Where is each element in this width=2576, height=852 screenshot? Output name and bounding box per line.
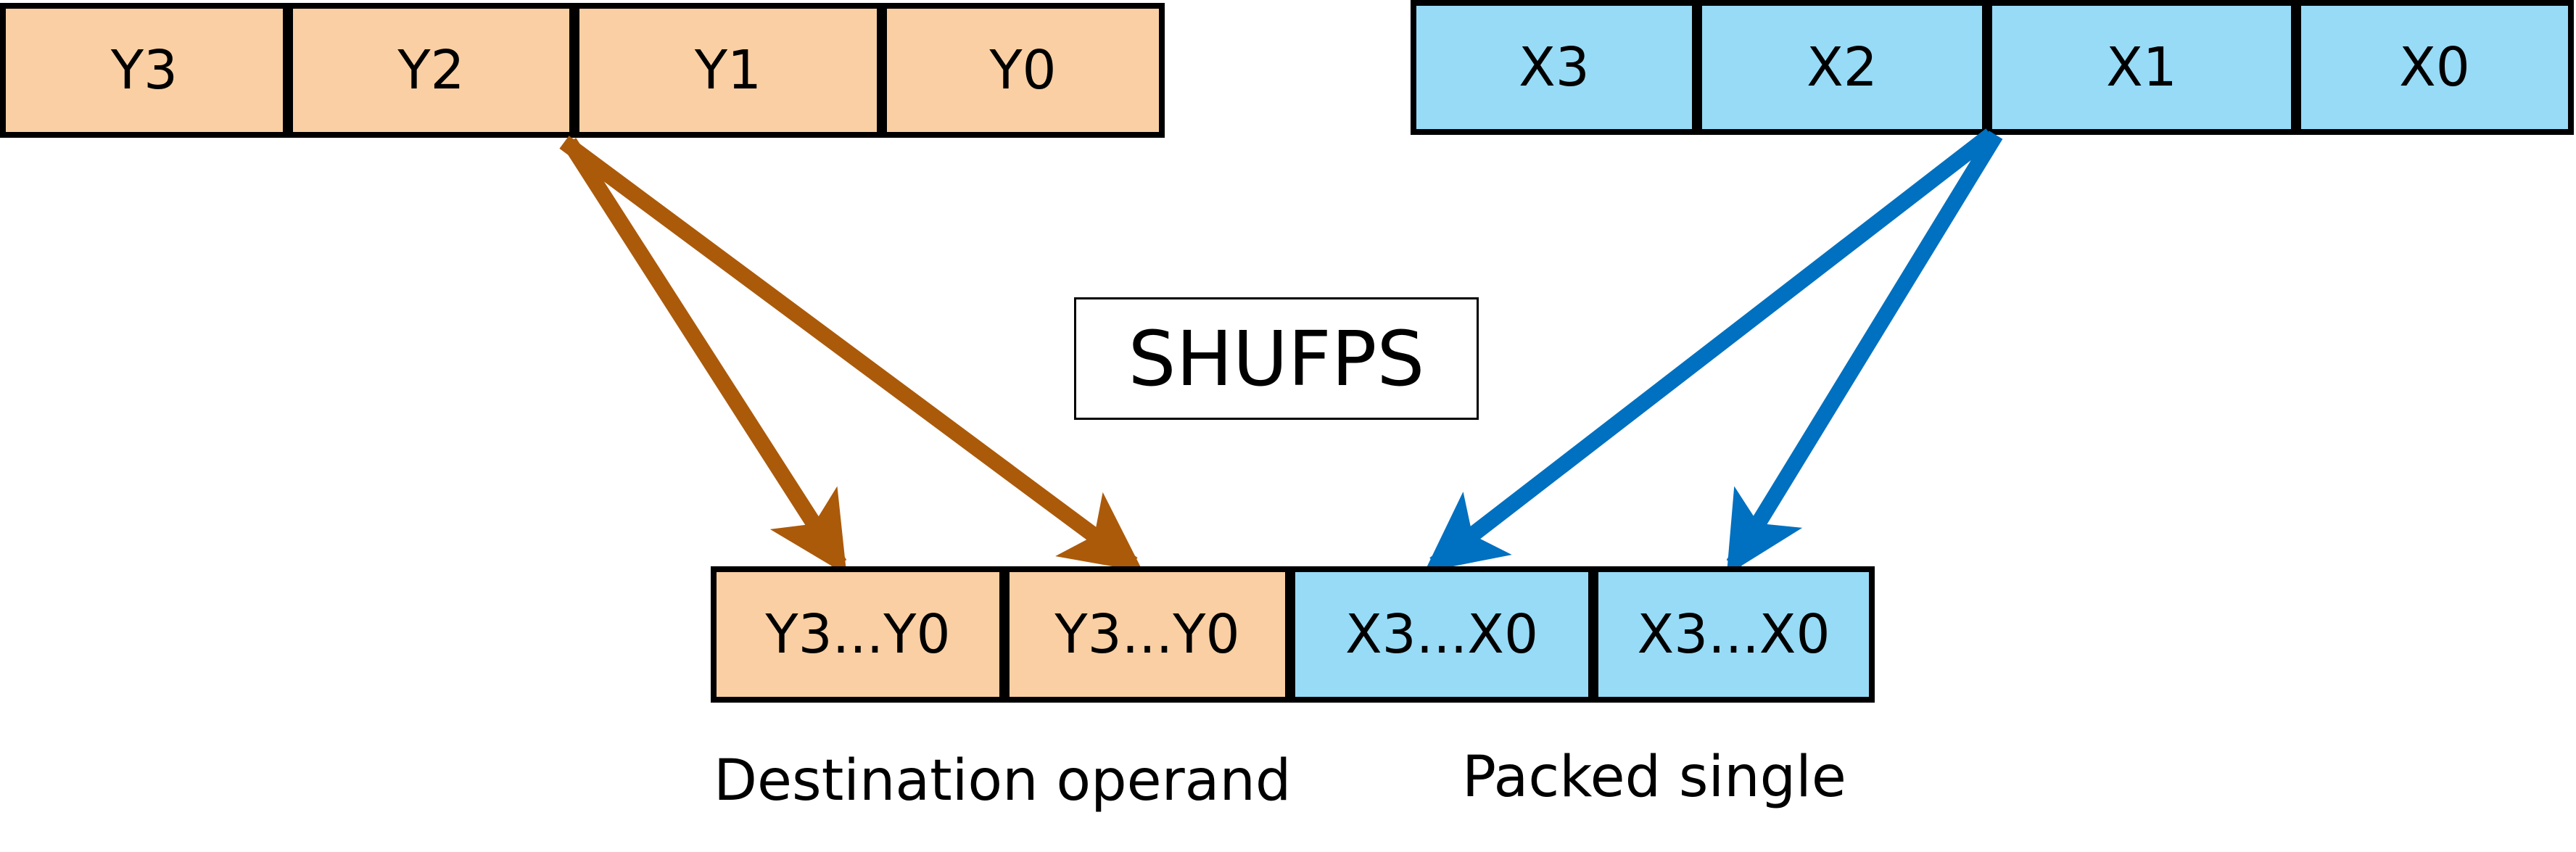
- packed-single-label: Packed single: [1462, 745, 1846, 810]
- instruction-label-box: SHUFPS: [1074, 297, 1479, 420]
- register-cell-y2: Y2: [293, 9, 579, 132]
- register-cell-x1: X1: [1992, 6, 2301, 129]
- result-cell-1: Y3...Y0: [717, 572, 1010, 697]
- register-cell-x0: X0: [2301, 6, 2568, 129]
- arrow-y-to-result-1: [562, 138, 847, 575]
- register-cell-y0: Y0: [887, 9, 1159, 132]
- arrow-x-to-result-4: [1726, 131, 2003, 576]
- register-cell-x2: X2: [1702, 6, 1992, 129]
- result-cell-3: X3...X0: [1295, 572, 1598, 697]
- result-register: Y3...Y0 Y3...Y0 X3...X0 X3...X0: [711, 566, 1875, 703]
- register-cell-y3: Y3: [6, 9, 293, 132]
- instruction-name: SHUFPS: [1128, 314, 1425, 403]
- destination-operand-label: Destination operand: [714, 748, 1292, 814]
- result-cell-4: X3...X0: [1598, 572, 1869, 697]
- source-x-register: X3 X2 X1 X0: [1411, 0, 2574, 135]
- register-cell-x3: X3: [1416, 6, 1702, 129]
- arrow-x-to-result-3: [1424, 128, 1996, 572]
- register-cell-y1: Y1: [579, 9, 887, 132]
- source-y-register: Y3 Y2 Y1 Y0: [0, 3, 1165, 138]
- result-cell-2: Y3...Y0: [1010, 572, 1295, 697]
- arrow-y-to-result-2: [559, 136, 1144, 572]
